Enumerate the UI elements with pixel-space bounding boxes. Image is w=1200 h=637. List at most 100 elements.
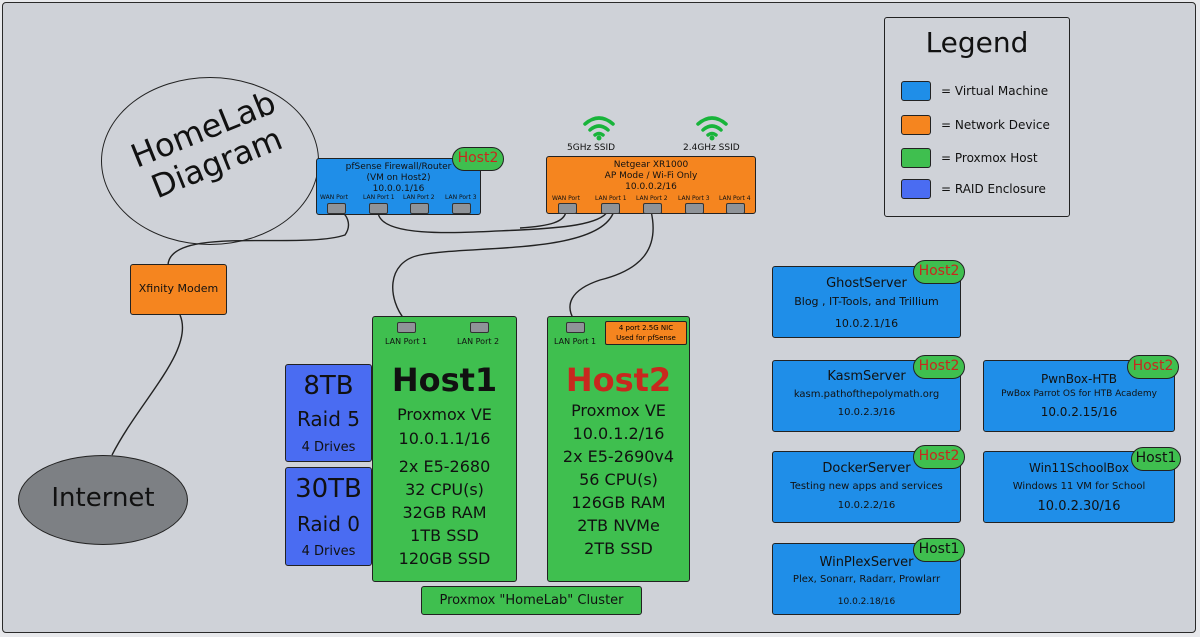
raid-size: 8TB bbox=[303, 371, 354, 401]
host2-spec: Proxmox VE bbox=[571, 401, 666, 420]
pfsense-subtitle: (VM on Host2) bbox=[366, 173, 431, 183]
vm-host-badge: Host1 bbox=[913, 538, 965, 562]
vm-host-badge: Host2 bbox=[913, 355, 965, 379]
vm-desc: Windows 11 VM for School bbox=[1012, 481, 1146, 492]
vm-desc: PwBox Parrot OS for HTB Academy bbox=[1001, 389, 1157, 399]
pfsense-port-label: LAN Port 1 bbox=[363, 194, 395, 201]
vm-host-badge: Host2 bbox=[1127, 355, 1179, 379]
host1-name: Host1 bbox=[391, 361, 498, 399]
nic-line1: 4 port 2.5G NIC bbox=[618, 324, 674, 332]
wifi-icon bbox=[583, 116, 615, 141]
vm-ip: 10.0.2.2/16 bbox=[837, 500, 896, 511]
netgear-port-label: LAN Port 3 bbox=[678, 195, 710, 202]
vm-host-badge: Host2 bbox=[913, 445, 965, 469]
vm-ip: 10.0.2.30/16 bbox=[1037, 499, 1121, 514]
wifi-icon bbox=[696, 116, 728, 141]
vm-host-badge: Host2 bbox=[913, 260, 965, 284]
pfsense-lan1-port bbox=[369, 203, 388, 214]
vm-desc: Plex, Sonarr, Radarr, Prowlarr bbox=[792, 574, 941, 585]
legend-label-vm: = Virtual Machine bbox=[941, 84, 1049, 98]
pfsense-port-label: LAN Port 3 bbox=[445, 194, 477, 201]
internet-node: Internet bbox=[18, 455, 188, 545]
vm-name: DockerServer bbox=[822, 461, 911, 476]
host2-port-label: LAN Port 1 bbox=[554, 337, 597, 346]
xfinity-modem: Xfinity Modem bbox=[130, 264, 227, 315]
internet-label: Internet bbox=[51, 483, 155, 513]
netgear-wan-port bbox=[558, 203, 577, 214]
pfsense-port-label: WAN Port bbox=[320, 194, 348, 201]
netgear-title: Netgear XR1000 bbox=[613, 160, 689, 170]
raid-level: Raid 5 bbox=[296, 407, 361, 431]
pfsense-ip: 10.0.0.1/16 bbox=[372, 184, 425, 194]
vm-desc: Testing new apps and services bbox=[790, 481, 943, 492]
raid-size: 30TB bbox=[295, 474, 362, 504]
cluster-label: Proxmox "HomeLab" Cluster bbox=[421, 586, 642, 615]
vm-host-badge: Host1 bbox=[1131, 447, 1181, 471]
vm-name: WinPlexServer bbox=[819, 555, 914, 570]
host2: LAN Port 1 4 port 2.5G NIC Used for pfSe… bbox=[547, 316, 690, 582]
line-modem-pfsense bbox=[167, 208, 350, 266]
cluster-text: Proxmox "HomeLab" Cluster bbox=[439, 593, 624, 608]
netgear-ip: 10.0.0.2/16 bbox=[625, 182, 677, 192]
vm-ip: 10.0.2.1/16 bbox=[834, 317, 899, 330]
line-internet-modem bbox=[111, 314, 184, 456]
vm-name: KasmServer bbox=[827, 369, 906, 384]
raid-enclosure-30tb: 30TB Raid 0 4 Drives bbox=[285, 467, 372, 566]
raid-enclosure-8tb: 8TB Raid 5 4 Drives bbox=[285, 364, 372, 462]
netgear-port-label: LAN Port 1 bbox=[595, 195, 627, 202]
vm-desc: kasm.pathofthepolymath.org bbox=[793, 389, 940, 400]
host1-spec: Proxmox VE bbox=[397, 405, 492, 424]
vm-ip: 10.0.2.18/16 bbox=[837, 597, 896, 607]
pfsense-wan-port bbox=[327, 203, 346, 214]
netgear-port-label: LAN Port 4 bbox=[719, 195, 751, 202]
vm-ip: 10.0.2.15/16 bbox=[1040, 405, 1118, 419]
host1-port-label: LAN Port 1 bbox=[385, 337, 428, 346]
host2-spec: 2x E5-2690v4 bbox=[562, 447, 675, 466]
netgear-lan2-port bbox=[643, 203, 662, 214]
host1-spec: 120GB SSD bbox=[398, 549, 491, 568]
netgear-port-label: WAN Port bbox=[552, 195, 580, 202]
pfsense-router: pfSense Firewall/Router (VM on Host2) 10… bbox=[316, 158, 481, 215]
nic-line2: Used for pfSense bbox=[616, 334, 676, 342]
legend-label-raid: = RAID Enclosure bbox=[941, 182, 1046, 196]
host2-spec: 126GB RAM bbox=[571, 493, 666, 512]
vm-ip: 10.0.2.3/16 bbox=[837, 407, 896, 418]
vm-desc: Blog , IT-Tools, and Trillium bbox=[794, 295, 939, 308]
host2-lan1-port bbox=[566, 322, 585, 333]
vm-name: PwnBox-HTB bbox=[1041, 372, 1117, 386]
line-netgear-host2 bbox=[569, 210, 654, 321]
pfsense-port-label: LAN Port 2 bbox=[403, 194, 435, 201]
legend-swatch-vm bbox=[901, 81, 931, 101]
host2-nic-note: 4 port 2.5G NIC Used for pfSense bbox=[605, 321, 687, 345]
host1-lan2-port bbox=[470, 322, 489, 333]
host2-spec: 2TB SSD bbox=[584, 539, 653, 558]
host1-port-label: LAN Port 2 bbox=[457, 337, 500, 346]
netgear-port-label: LAN Port 2 bbox=[636, 195, 668, 202]
line-netgear-host1 bbox=[392, 210, 615, 321]
legend-swatch-network bbox=[901, 115, 931, 135]
vm-name: Win11SchoolBox bbox=[1029, 461, 1129, 475]
host1-lan1-port bbox=[397, 322, 416, 333]
raid-drives: 4 Drives bbox=[301, 544, 356, 559]
modem-label: Xfinity Modem bbox=[138, 282, 219, 295]
line-pfsense-netgear bbox=[377, 210, 609, 234]
pfsense-lan3-port bbox=[452, 203, 471, 214]
pfsense-lan2-port bbox=[410, 203, 429, 214]
raid-drives: 4 Drives bbox=[301, 440, 356, 455]
legend-swatch-raid bbox=[901, 179, 931, 199]
legend-label-network: = Network Device bbox=[941, 118, 1050, 132]
pfsense-host-badge: Host2 bbox=[452, 147, 504, 171]
host2-spec: 2TB NVMe bbox=[577, 516, 660, 535]
host1-spec: 32GB RAM bbox=[402, 503, 487, 522]
vm-kasmserver: KasmServer kasm.pathofthepolymath.org 10… bbox=[772, 360, 961, 432]
legend-swatch-host bbox=[901, 148, 931, 168]
host1: LAN Port 1 LAN Port 2 Host1 Proxmox VE 1… bbox=[372, 316, 517, 582]
netgear-ap: Netgear XR1000 AP Mode / Wi-Fi Only 10.0… bbox=[546, 156, 756, 214]
vm-name: GhostServer bbox=[826, 276, 907, 291]
host1-spec: 2x E5-2680 bbox=[398, 457, 491, 476]
host2-spec: 56 CPU(s) bbox=[579, 470, 658, 489]
raid-level: Raid 0 bbox=[296, 512, 361, 536]
host2-spec: 10.0.1.2/16 bbox=[572, 424, 665, 443]
